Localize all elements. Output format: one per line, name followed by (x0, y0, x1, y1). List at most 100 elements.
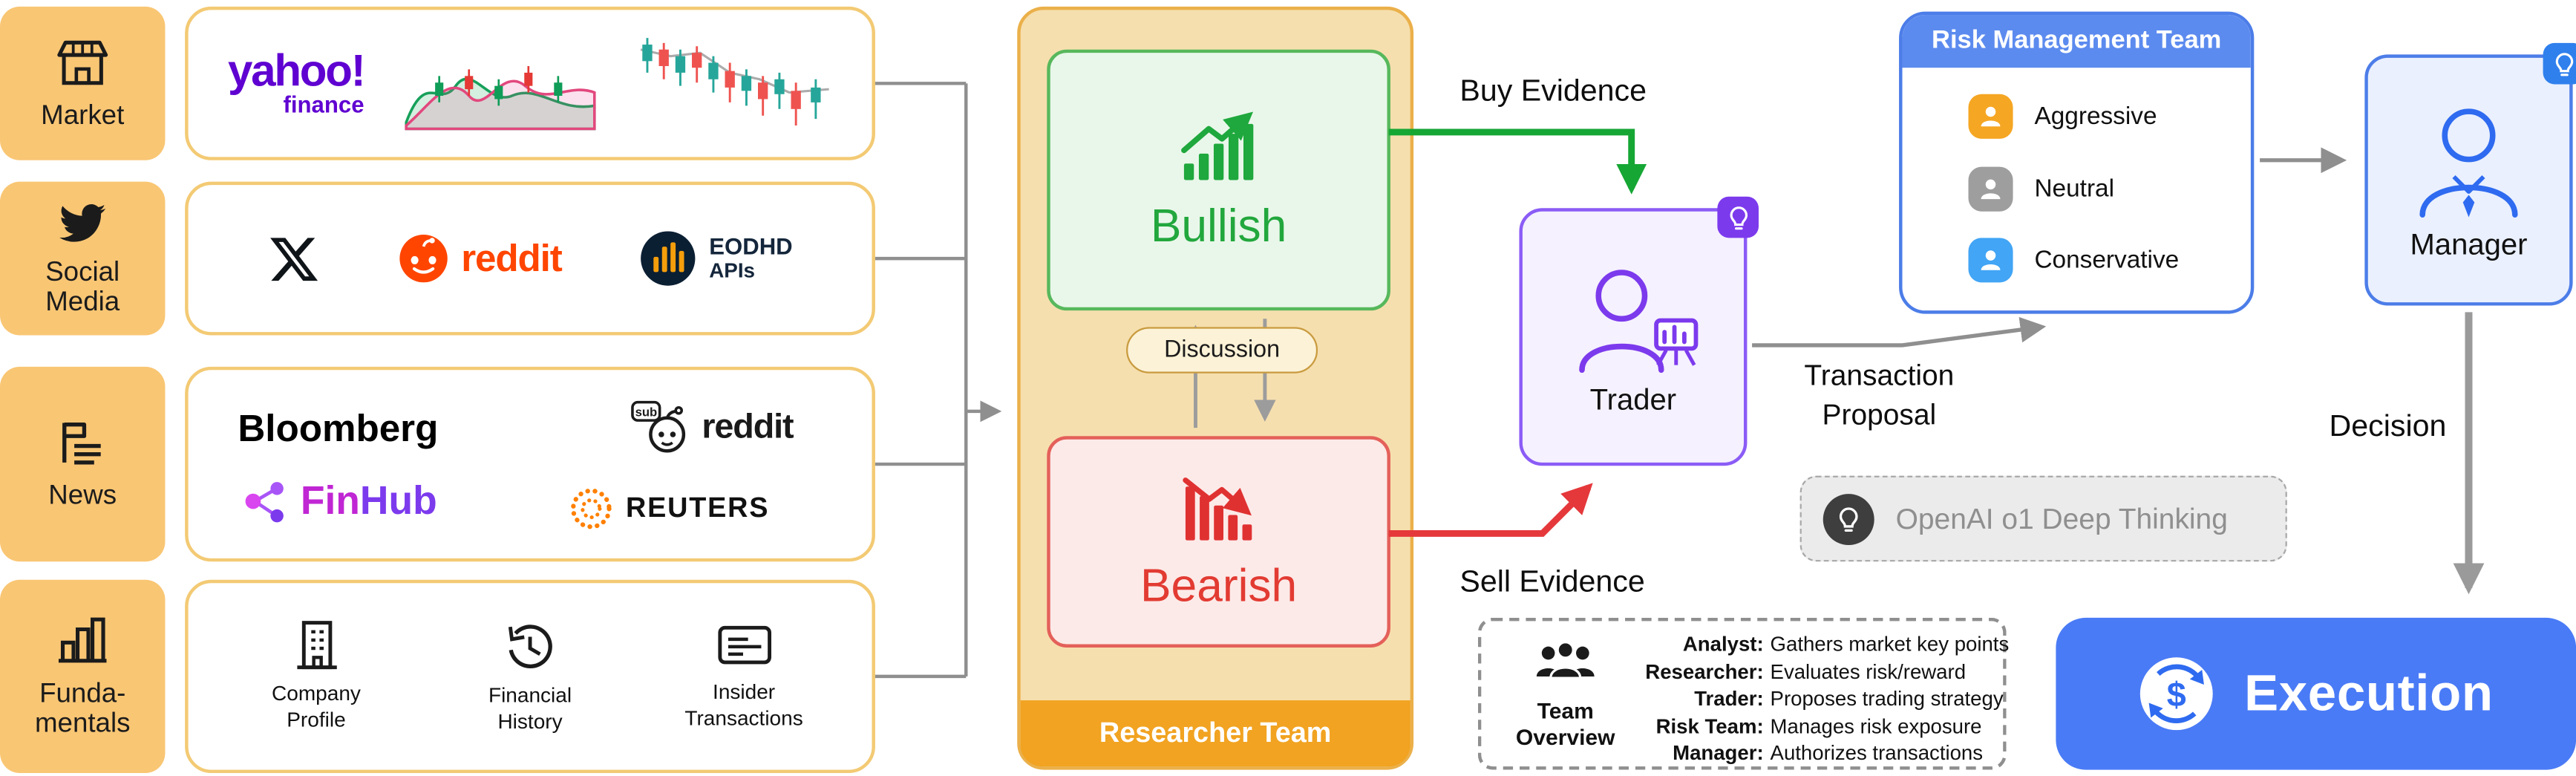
finhub-fin: Fin (300, 477, 360, 524)
bar-chart-icon (58, 616, 107, 662)
finhub-molecule-icon (245, 482, 284, 523)
lightbulb-badge-icon (2554, 52, 2573, 76)
bearish-chart-icon (1183, 477, 1252, 541)
yahoo-logo-text: yahoo! (227, 46, 366, 97)
fundamentals-label-line2: mentals (34, 708, 131, 739)
sub-badge-text: sub (635, 405, 658, 420)
legend-row-risk-team: Risk Team:Manages risk exposure (1638, 714, 2010, 739)
risk-team-members: Aggressive Neutral Conservative (1903, 68, 2251, 309)
financial-history-label: Financial History (488, 683, 572, 733)
insider-transactions-label: Insider Transactions (684, 681, 803, 731)
social-label-line1: Social (45, 256, 120, 287)
team-overview-rows: Analyst:Gathers market key points Resear… (1638, 632, 2010, 766)
eodhd-text-line1: EODHD (709, 232, 793, 259)
reddit-snoo-icon (399, 234, 448, 283)
market-source-tab: Market (0, 6, 166, 160)
bullish-researcher-box: Bullish (1047, 49, 1390, 311)
risk-member-conservative: Conservative (1968, 237, 2250, 282)
team-people-icon (1536, 641, 1595, 679)
legend-role: Risk Team: (1655, 714, 1764, 738)
finhub-wordmark: FinHub (301, 478, 437, 524)
storefront-icon (57, 40, 108, 85)
execution-label: Execution (2244, 664, 2494, 723)
history-clock-icon (508, 624, 552, 668)
execution-box: $ Execution (2056, 617, 2576, 770)
subreddit-snoo-icon: sub (631, 400, 686, 453)
neutral-label: Neutral (2034, 174, 2115, 203)
trader-agent-box: Trader (1519, 196, 1759, 466)
risk-member-aggressive: Aggressive (1968, 94, 2250, 140)
transaction-label-line2: Proposal (1822, 397, 1937, 431)
fundamentals-label-line1: Funda- (39, 678, 126, 708)
bullish-chart-icon (1181, 111, 1254, 180)
social-sources-content: reddit EODHD APIs (189, 185, 872, 332)
legend-desc: Manages risk exposure (1770, 714, 1982, 738)
reuters-logo: REUTERS (568, 486, 769, 532)
finhub-hub: Hub (359, 477, 437, 524)
lightbulb-badge-icon (1729, 206, 1747, 229)
legend-role: Manager: (1673, 741, 1764, 765)
news-tab-label: News (48, 480, 117, 511)
bullish-label: Bullish (1150, 200, 1287, 252)
finhub-logo: FinHub (241, 476, 437, 527)
risk-team-title: Risk Management Team (1902, 15, 2251, 68)
reddit-wordmark: reddit (461, 236, 563, 279)
legend-row-manager: Manager:Authorizes transactions (1638, 742, 2010, 766)
neutral-person-icon (1968, 166, 2013, 211)
legend-role: Analyst: (1682, 632, 1764, 656)
legend-desc: Gathers market key points (1770, 632, 2010, 656)
trader-lightbulb-badge (1717, 196, 1759, 238)
buy-evidence-label: Buy Evidence (1459, 72, 1647, 108)
researcher-team-title: Researcher Team (1020, 700, 1410, 767)
wave-chart-graphic (405, 65, 597, 130)
company-profile-item: Company Profile (230, 619, 402, 735)
bearish-label: Bearish (1140, 560, 1298, 612)
market-sources-content: yahoo! finance (189, 10, 872, 157)
openai-deep-thinking-box: OpenAI o1 Deep Thinking (1799, 475, 2287, 562)
dollar-sync-icon: $ (2139, 657, 2213, 731)
news-flag-icon (62, 423, 101, 466)
eodhd-wordmark: EODHD APIs (709, 232, 793, 283)
legend-desc: Authorizes transactions (1770, 741, 1984, 765)
building-icon (296, 621, 336, 670)
reuters-wordmark: REUTERS (626, 492, 770, 524)
sell-evidence-label: Sell Evidence (1459, 563, 1645, 599)
openai-label: OpenAI o1 Deep Thinking (1895, 501, 2228, 535)
card-lines-icon (717, 626, 771, 665)
legend-role: Researcher: (1645, 659, 1764, 683)
reuters-dotted-circle-icon (570, 488, 612, 529)
team-overview-title: Team Overview (1516, 699, 1615, 752)
eodhd-text-line2: APIs (709, 259, 756, 283)
yahoo-finance-text: finance (283, 91, 365, 117)
sell-evidence-arrow (1388, 483, 1593, 537)
aggressive-person-icon (1968, 94, 2013, 140)
transaction-proposal-label: Transaction Proposal (1771, 356, 1989, 434)
subreddit-wordmark: reddit (702, 407, 794, 446)
eodhd-logo-icon (641, 231, 696, 286)
mini-candles (435, 65, 563, 105)
trader-label: Trader (1589, 382, 1677, 416)
team-overview-title-line2: Overview (1515, 725, 1615, 751)
openai-lightbulb-icon (1823, 492, 1874, 544)
financial-history-item: Financial History (444, 617, 615, 735)
legend-row-trader: Trader:Proposes trading strategy (1638, 687, 2010, 711)
fundamentals-tab-label: Funda- mentals (35, 678, 131, 739)
team-overview-legend: Team Overview Analyst:Gathers market key… (1477, 617, 2010, 770)
source-bus-lines (875, 82, 1002, 679)
discussion-arrows-icon (1184, 319, 1276, 428)
legend-role: Trader: (1694, 687, 1764, 711)
yahoo-finance-logo: yahoo! finance (227, 46, 366, 117)
manager-person-icon (2419, 108, 2518, 217)
manager-lightbulb-badge (2543, 42, 2576, 85)
legend-row-analyst: Analyst:Gathers market key points (1638, 632, 2010, 657)
risk-management-team-box: Risk Management Team Aggressive Neutral … (1899, 11, 2255, 314)
social-sources-box: reddit EODHD APIs (185, 181, 875, 336)
social-media-source-tab: Social Media (0, 181, 166, 336)
dollar-glyph: $ (2167, 675, 2186, 714)
news-source-tab: News (0, 366, 166, 562)
transaction-label-line1: Transaction (1804, 358, 1955, 392)
news-sources-box: Bloomberg sub reddit FinHub (185, 366, 875, 562)
market-tab-label: Market (41, 100, 125, 131)
